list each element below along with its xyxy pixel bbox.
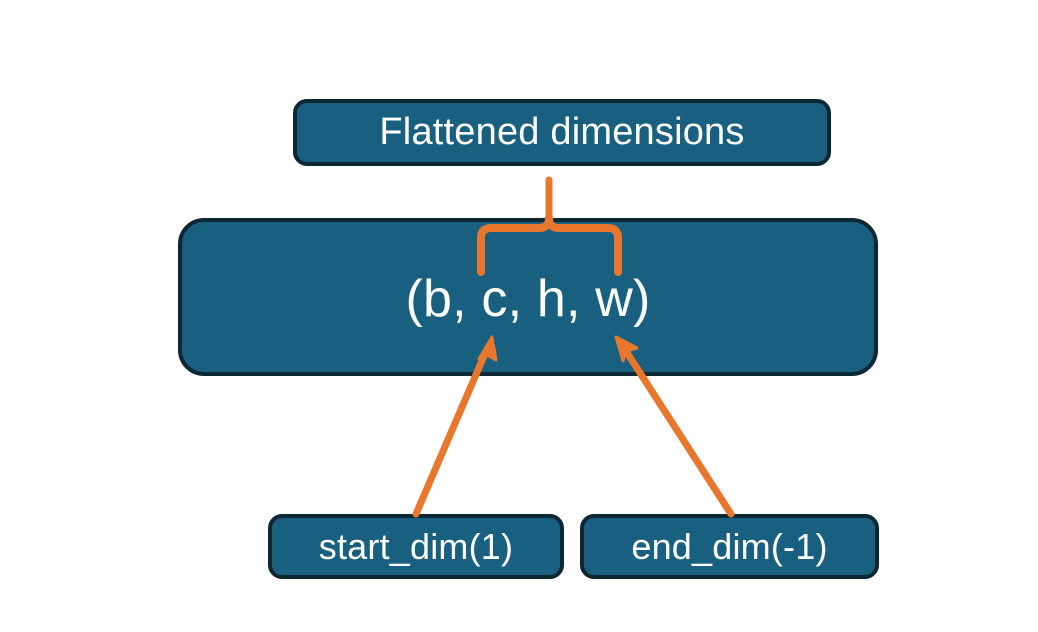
node-start-dim: start_dim(1) [268, 514, 564, 579]
node-end-dim-label: end_dim(-1) [631, 525, 828, 567]
node-flattened-dimensions: Flattened dimensions [293, 99, 831, 166]
node-tensor-shape-label: (b, c, h, w) [405, 270, 651, 328]
node-flattened-dimensions-label: Flattened dimensions [379, 111, 745, 153]
node-start-dim-label: start_dim(1) [318, 525, 514, 567]
node-end-dim: end_dim(-1) [580, 514, 879, 579]
node-tensor-shape: (b, c, h, w) [178, 218, 878, 376]
